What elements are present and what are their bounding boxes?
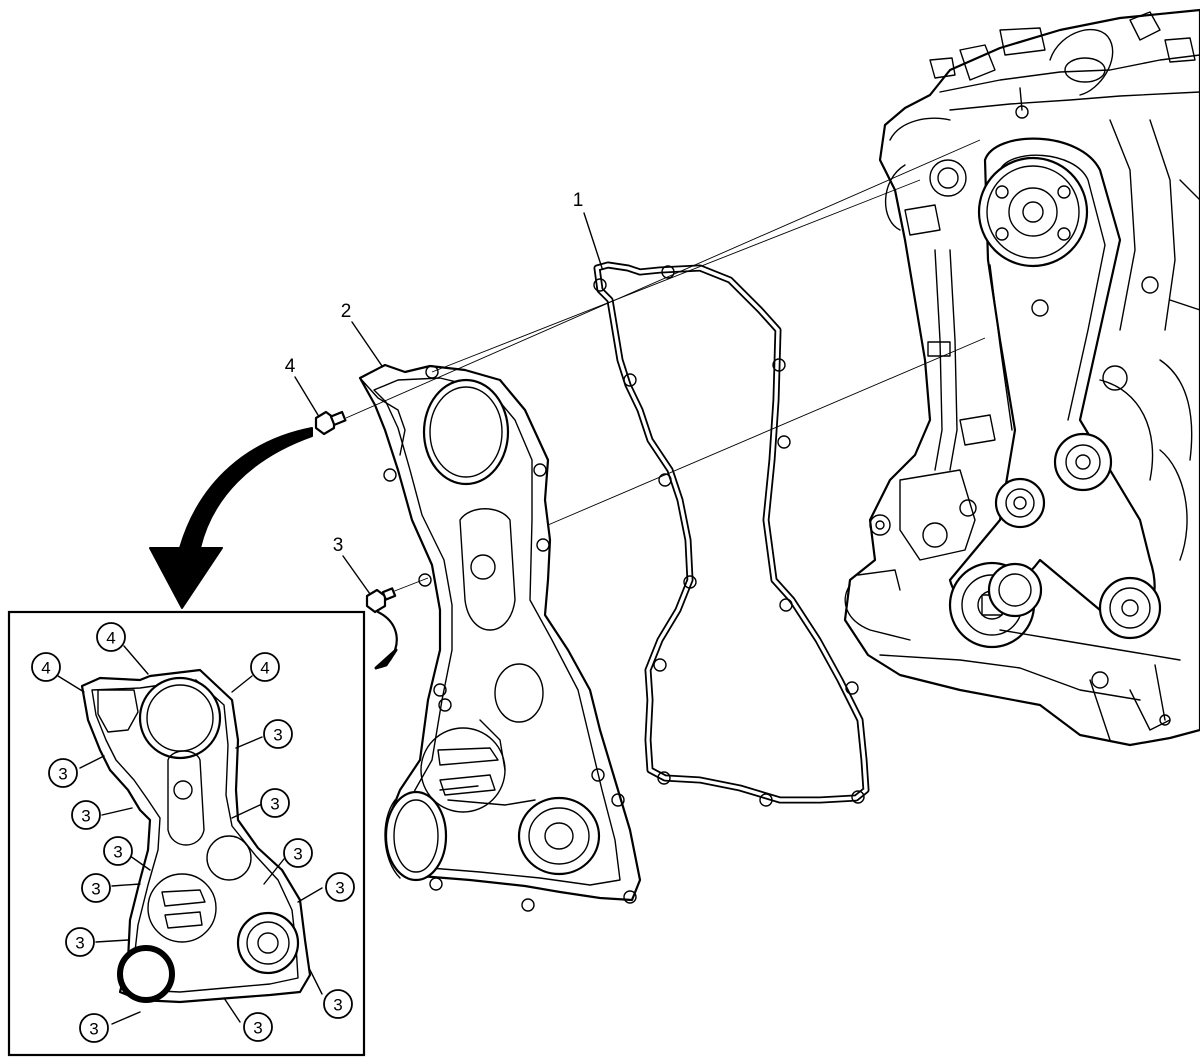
bubble-circle xyxy=(103,836,133,866)
crankshaft-sprocket xyxy=(948,561,1043,649)
bubble-label: 3 xyxy=(75,934,84,953)
inset-bolt-bubble: 3 xyxy=(65,927,95,957)
water-pump-pulley xyxy=(1098,576,1162,640)
bubble-circle xyxy=(65,927,95,957)
engine-block xyxy=(843,8,1200,747)
alignment-lines xyxy=(345,139,986,593)
bubble-label: 4 xyxy=(106,629,115,648)
callout-label: 4 xyxy=(285,356,296,377)
bubble-label: 3 xyxy=(333,996,342,1015)
small-curved-arrow xyxy=(374,610,398,670)
inset-bolt-bubble: 3 xyxy=(103,836,133,866)
callout-bolt-long: 4 xyxy=(285,356,319,416)
bubble-label: 3 xyxy=(91,880,100,899)
bubble-circle xyxy=(325,872,355,902)
inset-bolt-bubble: 3 xyxy=(48,758,78,788)
bubble-label: 4 xyxy=(41,659,50,678)
bubble-label: 3 xyxy=(81,807,90,826)
inset-leaders xyxy=(57,645,323,1025)
front-cover-gasket xyxy=(593,261,870,807)
inset-bolt-bubble: 3 xyxy=(81,873,111,903)
inset-bolt-bubble: 3 xyxy=(325,872,355,902)
bubble-circle xyxy=(48,758,78,788)
bubble-label: 3 xyxy=(335,879,344,898)
bubble-label: 3 xyxy=(253,1019,262,1038)
bubble-label: 3 xyxy=(270,795,279,814)
large-curved-arrow xyxy=(149,427,313,609)
idler-pulley xyxy=(994,477,1046,529)
callout-label: 2 xyxy=(341,301,352,322)
bolt-long-exploded xyxy=(314,410,347,436)
inset-bolt-bubble: 4 xyxy=(96,622,126,652)
bubble-circle xyxy=(81,873,111,903)
inset-bolt-bubble: 3 xyxy=(323,989,353,1019)
timing-front-cover xyxy=(358,363,642,912)
camshaft-sprocket xyxy=(977,156,1089,268)
bubble-label: 3 xyxy=(273,726,282,745)
inset-bolt-bubble: 3 xyxy=(263,719,293,749)
bubble-label: 4 xyxy=(260,659,269,678)
bubble-circle xyxy=(243,1012,273,1042)
inset-bolt-bubble: 3 xyxy=(283,838,313,868)
inset-bolt-bubble: 3 xyxy=(260,788,290,818)
bubble-circle xyxy=(79,1013,109,1043)
inset-bolt-bubble: 3 xyxy=(243,1012,273,1042)
callout-cover: 2 xyxy=(341,301,383,367)
bolt-short-exploded xyxy=(365,587,397,614)
bolt-location-inset xyxy=(7,610,366,1057)
inset-bolt-bubble: 4 xyxy=(250,652,280,682)
inset-bolt-bubble: 4 xyxy=(31,652,61,682)
bubble-circle xyxy=(263,719,293,749)
bubble-circle xyxy=(283,838,313,868)
bubble-circle xyxy=(71,800,101,830)
bubble-circle xyxy=(260,788,290,818)
inset-bolt-bubble: 3 xyxy=(79,1013,109,1043)
bubble-circle xyxy=(323,989,353,1019)
bubble-circle xyxy=(31,652,61,682)
bubble-circle xyxy=(96,622,126,652)
bubble-label: 3 xyxy=(293,845,302,864)
callout-bolt-short: 3 xyxy=(333,535,371,595)
callout-label: 1 xyxy=(573,190,584,211)
bubble-label: 3 xyxy=(89,1020,98,1039)
tensioner-pulley xyxy=(1053,432,1113,492)
callout-gasket: 1 xyxy=(573,190,603,269)
bubble-label: 3 xyxy=(58,765,67,784)
bubble-circle xyxy=(250,652,280,682)
callout-label: 3 xyxy=(333,535,344,556)
inset-bolt-bubble: 3 xyxy=(71,800,101,830)
bubble-label: 3 xyxy=(113,843,122,862)
